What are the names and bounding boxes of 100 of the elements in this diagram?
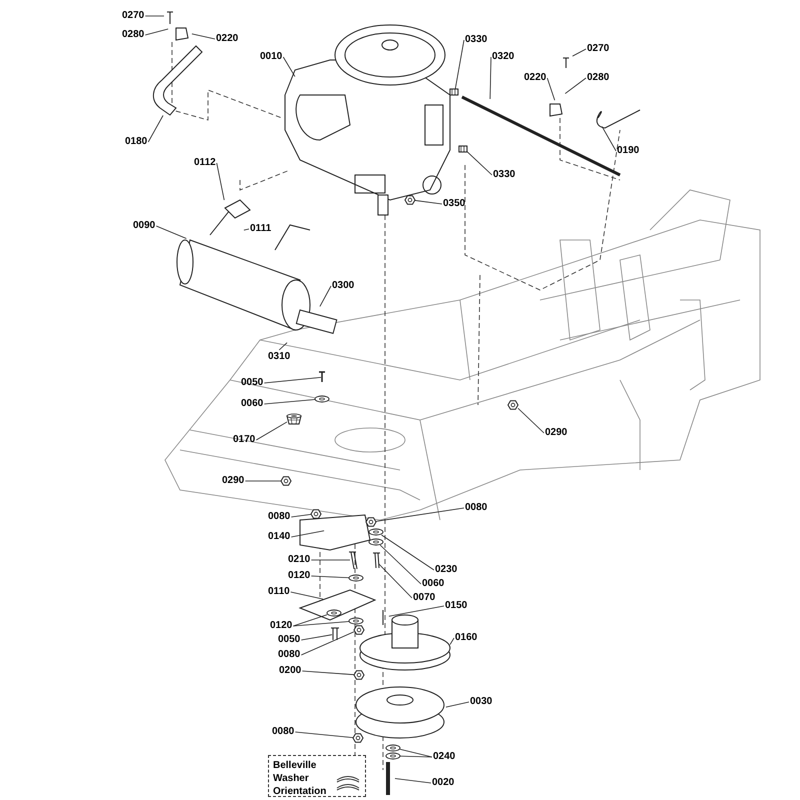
leader-line: [400, 756, 432, 758]
leader-line: [572, 48, 586, 57]
leader-line: [278, 342, 288, 350]
callout-number: 0310: [268, 351, 290, 363]
callout-number: 0120: [270, 620, 292, 632]
callout-number: 0111: [250, 223, 272, 235]
callout-number: 0080: [465, 502, 488, 514]
leader-line: [300, 634, 332, 640]
leader-line: [466, 151, 492, 176]
callout-number: 0020: [432, 777, 454, 789]
nut-drawing: [365, 517, 377, 527]
leader-line: [310, 576, 350, 578]
callout-number: 0270: [122, 10, 144, 22]
callout-number: 0080: [278, 649, 300, 661]
leader-line: [290, 592, 324, 600]
callout-number: 0060: [422, 578, 444, 590]
grommet-drawing: [286, 414, 302, 424]
leader-line: [380, 544, 422, 584]
callout-number: 0160: [455, 632, 478, 644]
callout-number: 0090: [133, 220, 156, 232]
leader-line: [192, 33, 216, 40]
leader-line: [320, 286, 332, 307]
callout-number: 0330: [493, 169, 516, 181]
nut-drawing: [404, 195, 416, 205]
washer-drawing: [386, 752, 400, 760]
leader-line: [381, 534, 434, 570]
leader-line: [400, 748, 432, 758]
callout-number: 0080: [272, 726, 294, 738]
callout-number: 0112: [194, 157, 216, 169]
leader-line: [292, 621, 350, 626]
callout-number: 0240: [433, 751, 456, 763]
callout-number: 0350: [443, 198, 466, 210]
callout-number: 0220: [524, 72, 546, 84]
callout-number: 0290: [222, 475, 244, 487]
note-text: Belleville Washer Orientation: [273, 759, 328, 798]
leader-line: [244, 480, 282, 482]
leader-line: [302, 670, 354, 676]
leader-line: [446, 702, 470, 708]
callout-number: 0050: [278, 634, 300, 646]
leader-line: [264, 399, 316, 404]
callout-number: 0120: [288, 570, 310, 582]
leader-line: [216, 162, 225, 200]
callout-number: 0070: [413, 592, 436, 604]
callout-number: 0150: [445, 600, 468, 612]
leader-line: [264, 377, 322, 384]
leader-line: [256, 422, 288, 440]
callout-number: 0030: [470, 696, 492, 708]
leader-line: [244, 228, 250, 231]
callout-number: 0300: [332, 280, 354, 292]
callout-number: 0170: [233, 434, 256, 446]
callout-number: 0010: [260, 51, 282, 63]
callout-number: 0080: [268, 511, 290, 523]
washer-drawing: [348, 618, 364, 624]
nut-drawing: [507, 400, 519, 410]
leader-line: [300, 631, 354, 656]
leader-line: [294, 732, 354, 738]
callout-number: 0050: [241, 377, 264, 389]
leader-line: [292, 614, 328, 626]
leader-line: [378, 563, 412, 598]
leader-line: [450, 638, 454, 645]
washer-drawing: [368, 528, 384, 536]
callout-number: 0140: [268, 531, 290, 543]
washer-drawing: [348, 574, 364, 582]
leader-line: [290, 514, 312, 518]
callout-number: 0320: [492, 51, 514, 63]
callout-number: 0110: [268, 586, 290, 598]
nut-drawing: [310, 509, 322, 519]
nut-drawing: [352, 733, 364, 743]
callout-number: 0200: [279, 665, 302, 677]
leader-line: [564, 78, 586, 94]
fitting-drawing: [450, 88, 458, 96]
callout-number: 0280: [122, 29, 144, 41]
nut-drawing: [353, 670, 365, 680]
leader-line: [388, 606, 444, 617]
leader-line: [546, 78, 556, 101]
callout-number: 0190: [617, 145, 640, 157]
washer-drawing: [386, 744, 400, 752]
callout-number: 0180: [125, 136, 148, 148]
callout-number: 0060: [241, 398, 264, 410]
callout-number: 0280: [587, 72, 610, 84]
leader-line: [518, 408, 544, 434]
leader-line: [454, 40, 464, 90]
callout-number: 0230: [435, 564, 458, 576]
callout-number: 0270: [587, 43, 610, 55]
leader-line: [490, 56, 492, 100]
leader-line: [282, 56, 296, 77]
leader-line: [394, 778, 432, 784]
callout-number: 0330: [465, 34, 488, 46]
nut-drawing: [280, 476, 292, 486]
leader-line: [290, 530, 324, 538]
nut-drawing: [353, 625, 365, 635]
leader-line: [602, 126, 616, 152]
callout-number: 0290: [545, 427, 568, 439]
leader-line: [144, 28, 169, 36]
fitting-drawing: [458, 146, 468, 152]
leader-line: [148, 115, 164, 142]
leader-line: [414, 200, 442, 204]
note-box: [268, 755, 366, 797]
callout-number: 0210: [288, 554, 310, 566]
washer-drawing: [368, 538, 384, 546]
